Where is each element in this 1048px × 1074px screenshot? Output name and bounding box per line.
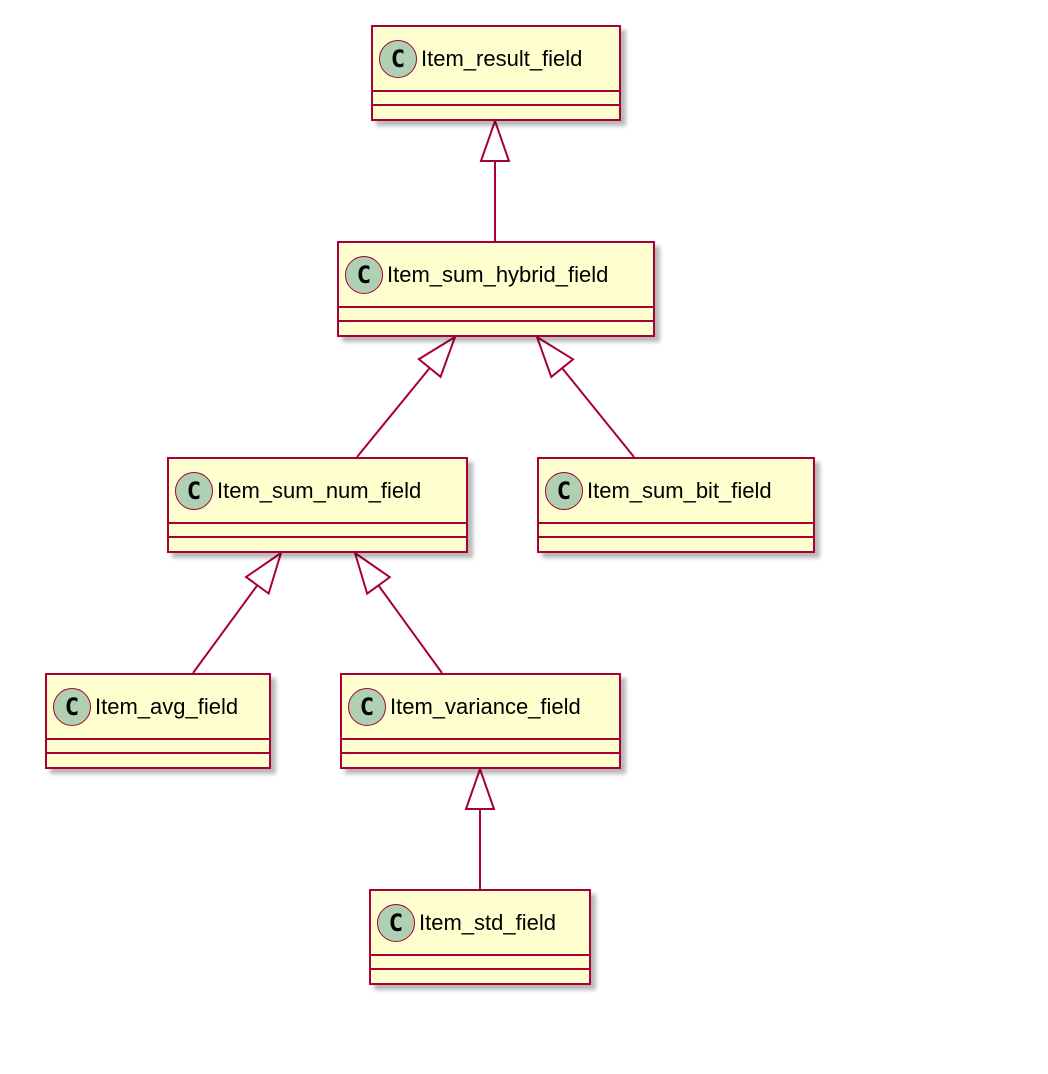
class-c-icon: C bbox=[545, 472, 583, 510]
methods-divider bbox=[342, 752, 619, 754]
class-c-icon: C bbox=[175, 472, 213, 510]
class-box-item-result-field[interactable]: C Item_result_field bbox=[371, 25, 621, 121]
class-name: Item_sum_bit_field bbox=[587, 478, 772, 503]
class-c-icon: C bbox=[348, 688, 386, 726]
attributes-divider bbox=[373, 90, 619, 92]
class-box-item-sum-num-field[interactable]: C Item_sum_num_field bbox=[167, 457, 468, 553]
methods-divider bbox=[371, 968, 589, 970]
methods-divider bbox=[373, 104, 619, 106]
attributes-divider bbox=[47, 738, 269, 740]
class-box-item-avg-field[interactable]: C Item_avg_field bbox=[45, 673, 271, 769]
class-name: Item_std_field bbox=[419, 910, 556, 935]
class-c-icon: C bbox=[345, 256, 383, 294]
class-name: Item_sum_num_field bbox=[217, 478, 422, 503]
methods-divider bbox=[339, 320, 653, 322]
attributes-divider bbox=[539, 522, 813, 524]
class-c-icon: C bbox=[377, 904, 415, 942]
class-c-icon: C bbox=[53, 688, 91, 726]
attributes-divider bbox=[169, 522, 466, 524]
class-c-icon: C bbox=[379, 40, 417, 78]
class-name: Item_result_field bbox=[421, 46, 583, 71]
inheritance-line-variance-to-num bbox=[377, 584, 443, 674]
class-box-item-sum-hybrid-field[interactable]: C Item_sum_hybrid_field bbox=[337, 241, 655, 337]
inheritance-arrowhead-icon bbox=[464, 765, 496, 810]
class-box-item-variance-field[interactable]: C Item_variance_field bbox=[340, 673, 621, 769]
class-name: Item_sum_hybrid_field bbox=[387, 262, 609, 287]
attributes-divider bbox=[371, 954, 589, 956]
inheritance-arrowhead-icon bbox=[535, 334, 575, 379]
methods-divider bbox=[539, 536, 813, 538]
inheritance-arrowhead-icon bbox=[353, 550, 392, 596]
class-name: Item_variance_field bbox=[390, 694, 581, 719]
class-box-item-sum-bit-field[interactable]: C Item_sum_bit_field bbox=[537, 457, 815, 553]
inheritance-line-bit-to-hybrid bbox=[561, 367, 635, 458]
methods-divider bbox=[169, 536, 466, 538]
inheritance-arrowhead-icon bbox=[479, 117, 511, 162]
attributes-divider bbox=[342, 738, 619, 740]
class-box-item-std-field[interactable]: C Item_std_field bbox=[369, 889, 591, 985]
inheritance-line-avg-to-num bbox=[192, 584, 259, 674]
inheritance-arrowhead-icon bbox=[244, 550, 283, 596]
attributes-divider bbox=[339, 306, 653, 308]
class-name: Item_avg_field bbox=[95, 694, 239, 719]
inheritance-arrowhead-icon bbox=[417, 334, 457, 379]
inheritance-line-num-to-hybrid bbox=[356, 367, 431, 458]
methods-divider bbox=[47, 752, 269, 754]
